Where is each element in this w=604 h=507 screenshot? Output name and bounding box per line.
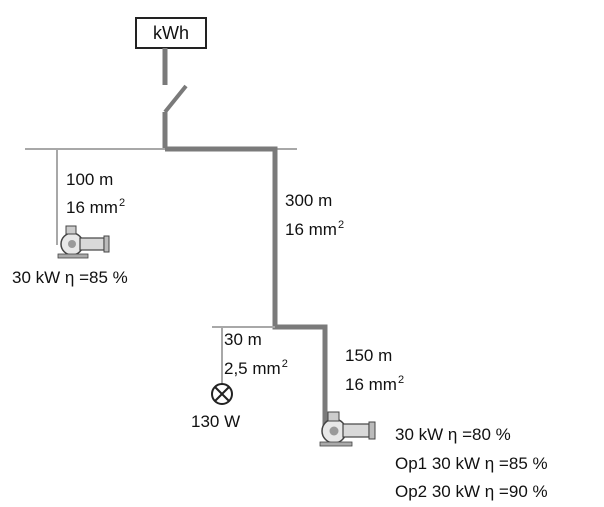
lamp-icon <box>211 383 233 405</box>
lamp-branch-section: 2,5 mm2 <box>224 358 288 378</box>
pump-option-1-rating: Op1 30 kW η =85 % <box>395 454 548 473</box>
pump-branch-length: 150 m <box>345 346 393 365</box>
left-pump-rating: 30 kW η =85 % <box>12 268 128 287</box>
meter-label: kWh <box>153 23 189 43</box>
lamp-rating: 130 W <box>191 412 241 431</box>
main-feeder-section: 16 mm2 <box>285 219 345 239</box>
lamp-branch-length: 30 m <box>224 330 262 349</box>
pump-icon <box>319 411 376 447</box>
pump-rating: 30 kW η =80 % <box>395 425 511 444</box>
meter-box <box>135 17 207 49</box>
pump-option-2-rating: Op2 30 kW η =90 % <box>395 482 548 501</box>
main-feeder-length: 300 m <box>285 191 333 210</box>
pump-icon <box>57 225 110 259</box>
pump-branch-section: 16 mm2 <box>345 374 405 394</box>
left-branch-section: 16 mm2 <box>66 197 126 217</box>
switch-blade <box>163 84 188 114</box>
left-branch-length: 100 m <box>66 170 114 189</box>
